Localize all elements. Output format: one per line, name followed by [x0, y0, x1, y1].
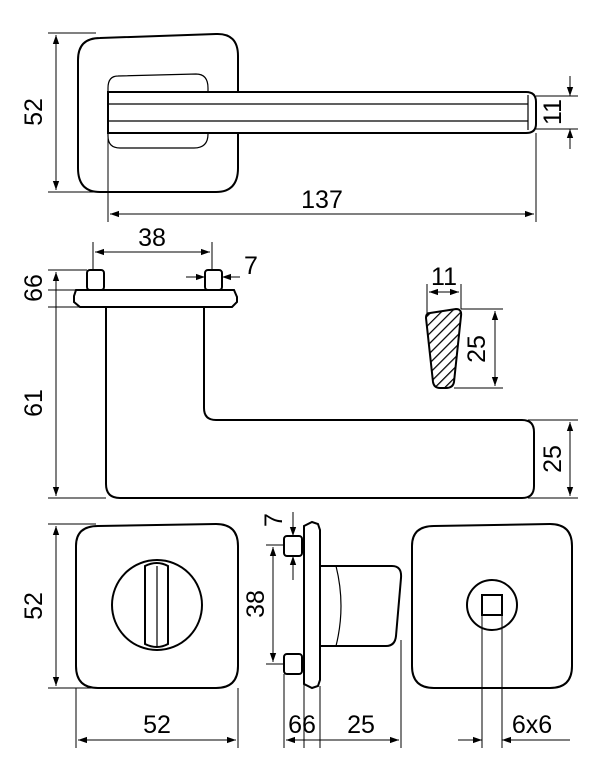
- lever-pin-left: [86, 269, 105, 291]
- lever-base-plate: [73, 289, 238, 308]
- dim-lever-length: 137: [301, 186, 343, 214]
- lever-arm-top: [107, 91, 537, 134]
- lever-pin-right: [204, 269, 223, 291]
- lever-section-hatched: [424, 307, 463, 389]
- lever-rose-opening: [107, 73, 209, 149]
- dim-lever-thickness-top: 11: [539, 99, 567, 125]
- escutcheon-side-plate: [303, 520, 321, 690]
- dim-section-width: 11: [431, 263, 457, 291]
- dim-thickness-stack-left: 66: [20, 274, 48, 302]
- dim-lever-grip-height: 25: [539, 445, 567, 473]
- dim-escutcheon-height: 52: [20, 592, 48, 620]
- dim-pin-spacing-side: 38: [242, 590, 270, 618]
- escutcheon-pin-bottom: [283, 653, 303, 675]
- dim-pin-width-side: 7: [260, 513, 288, 527]
- square-spindle-hole: [481, 594, 503, 616]
- escutcheon-side-view: 7 38 66 25: [242, 512, 403, 748]
- dim-escutcheon-width: 52: [143, 711, 171, 739]
- turn-knob-side-curve: [335, 565, 342, 647]
- dim-pin-spacing: 38: [138, 224, 166, 252]
- escutcheon-back-view: 6x6: [411, 522, 573, 748]
- dim-pin-width-top: 7: [244, 252, 258, 280]
- dim-section-height: 25: [463, 335, 491, 363]
- turn-knob-side: [319, 565, 403, 647]
- escutcheon-front-view: 52 52: [20, 522, 239, 748]
- dim-knob-depth: 25: [347, 711, 375, 739]
- cross-section: 11 25: [424, 263, 503, 389]
- dim-square-spindle: 6x6: [512, 711, 552, 739]
- dim-thickness-stack-bottom: 66: [288, 711, 316, 739]
- dim-lever-height: 61: [20, 389, 48, 417]
- escutcheon-pin-top: [283, 535, 303, 557]
- lever-body-side: [105, 306, 535, 499]
- top-view: 52 11 137: [20, 32, 578, 222]
- side-view: 38 7 66 61 25: [20, 224, 578, 499]
- dim-rose-height-top: 52: [20, 98, 48, 126]
